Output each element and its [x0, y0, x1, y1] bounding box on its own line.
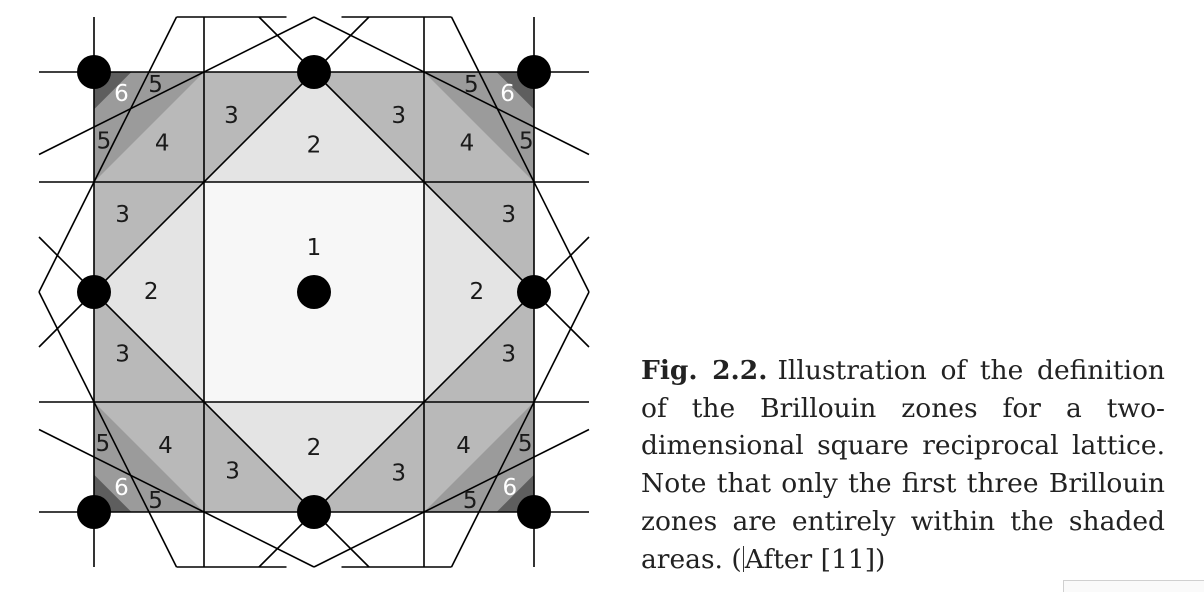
text-cursor: [742, 545, 744, 572]
figure-label: Fig. 2.2.: [641, 355, 768, 386]
zone-label-1: 1: [307, 235, 322, 261]
steep-bragg-line: [38, 291, 178, 568]
shallow-bragg-line: [313, 16, 590, 156]
zone-label-5: 5: [463, 488, 478, 514]
zone-label-3: 3: [224, 103, 239, 129]
zone-label-3: 3: [391, 461, 406, 487]
zone-label-4: 4: [158, 433, 173, 459]
zone-label-5: 5: [95, 431, 110, 457]
lattice-point: [77, 55, 111, 89]
zone-label-3: 3: [501, 342, 516, 368]
lattice-point: [517, 275, 551, 309]
zone-label-6: 6: [114, 475, 129, 501]
lattice-point: [297, 55, 331, 89]
zone-label-2: 2: [469, 279, 484, 305]
zone-label-6: 6: [502, 475, 517, 501]
zone-label-3: 3: [115, 202, 130, 228]
shallow-bragg-line: [313, 428, 590, 568]
caption-text: Illustration of the definition of the Br…: [641, 355, 1165, 575]
zone-label-4: 4: [460, 131, 475, 157]
figure-caption: Fig. 2.2.Illustration of the definition …: [641, 352, 1165, 578]
steep-bragg-line: [38, 16, 178, 293]
zone-label-5: 5: [518, 431, 533, 457]
zone-label-2: 2: [307, 133, 322, 159]
corner-tab: [1063, 580, 1204, 592]
shallow-bragg-line: [38, 428, 315, 568]
zone-label-6: 6: [500, 81, 515, 107]
caption-text-end: After [11]): [744, 543, 886, 575]
zone-label-5: 5: [148, 488, 163, 514]
lattice-point: [77, 495, 111, 529]
lattice-point: [297, 275, 331, 309]
shallow-bragg-line: [38, 16, 315, 156]
zone-label-5: 5: [148, 72, 163, 98]
lattice-point: [77, 275, 111, 309]
lattice-point: [517, 495, 551, 529]
lattice-point: [517, 55, 551, 89]
zone-label-2: 2: [144, 279, 159, 305]
steep-bragg-line: [450, 291, 590, 568]
zone-label-3: 3: [391, 103, 406, 129]
zone-label-3: 3: [225, 458, 240, 484]
zone-label-2: 2: [307, 435, 322, 461]
zone-label-5: 5: [519, 128, 534, 154]
zone-label-3: 3: [115, 342, 130, 368]
zone-label-4: 4: [456, 433, 471, 459]
zone-label-3: 3: [501, 202, 516, 228]
zone-label-5: 5: [97, 128, 112, 154]
zone-label-5: 5: [464, 72, 479, 98]
steep-bragg-line: [450, 16, 590, 293]
zone-label-6: 6: [114, 81, 129, 107]
reciprocal-lattice-points: [77, 55, 551, 529]
lattice-point: [297, 495, 331, 529]
zone-label-4: 4: [155, 131, 170, 157]
